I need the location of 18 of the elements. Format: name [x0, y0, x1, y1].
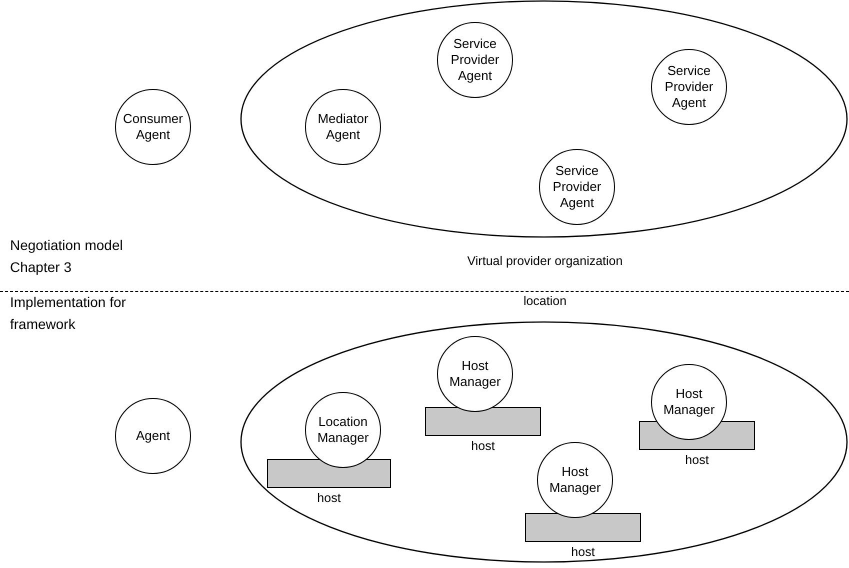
agent-circle: Service Provider Agent	[437, 22, 513, 98]
agent-circle: Consumer Agent	[115, 89, 191, 165]
agent-circle: Service Provider Agent	[539, 149, 615, 225]
section-label: Implementation for framework	[10, 293, 127, 334]
agent-circle: Agent	[115, 398, 191, 474]
host-label: host	[471, 439, 495, 453]
agent-circle: Location Manager	[305, 392, 381, 468]
agent-circle: Host Manager	[651, 364, 727, 440]
agent-circle: Host Manager	[537, 442, 613, 518]
agent-circle: Mediator Agent	[305, 89, 381, 165]
group-title: Virtual provider organization	[467, 254, 623, 268]
agent-circle: Service Provider Agent	[651, 49, 727, 125]
group-title: location	[523, 294, 567, 308]
section-label: Negotiation model Chapter 3	[10, 236, 124, 277]
agent-circle: Host Manager	[437, 336, 513, 412]
host-label: host	[317, 491, 341, 505]
host-label: host	[685, 453, 709, 467]
host-label: host	[571, 545, 595, 559]
